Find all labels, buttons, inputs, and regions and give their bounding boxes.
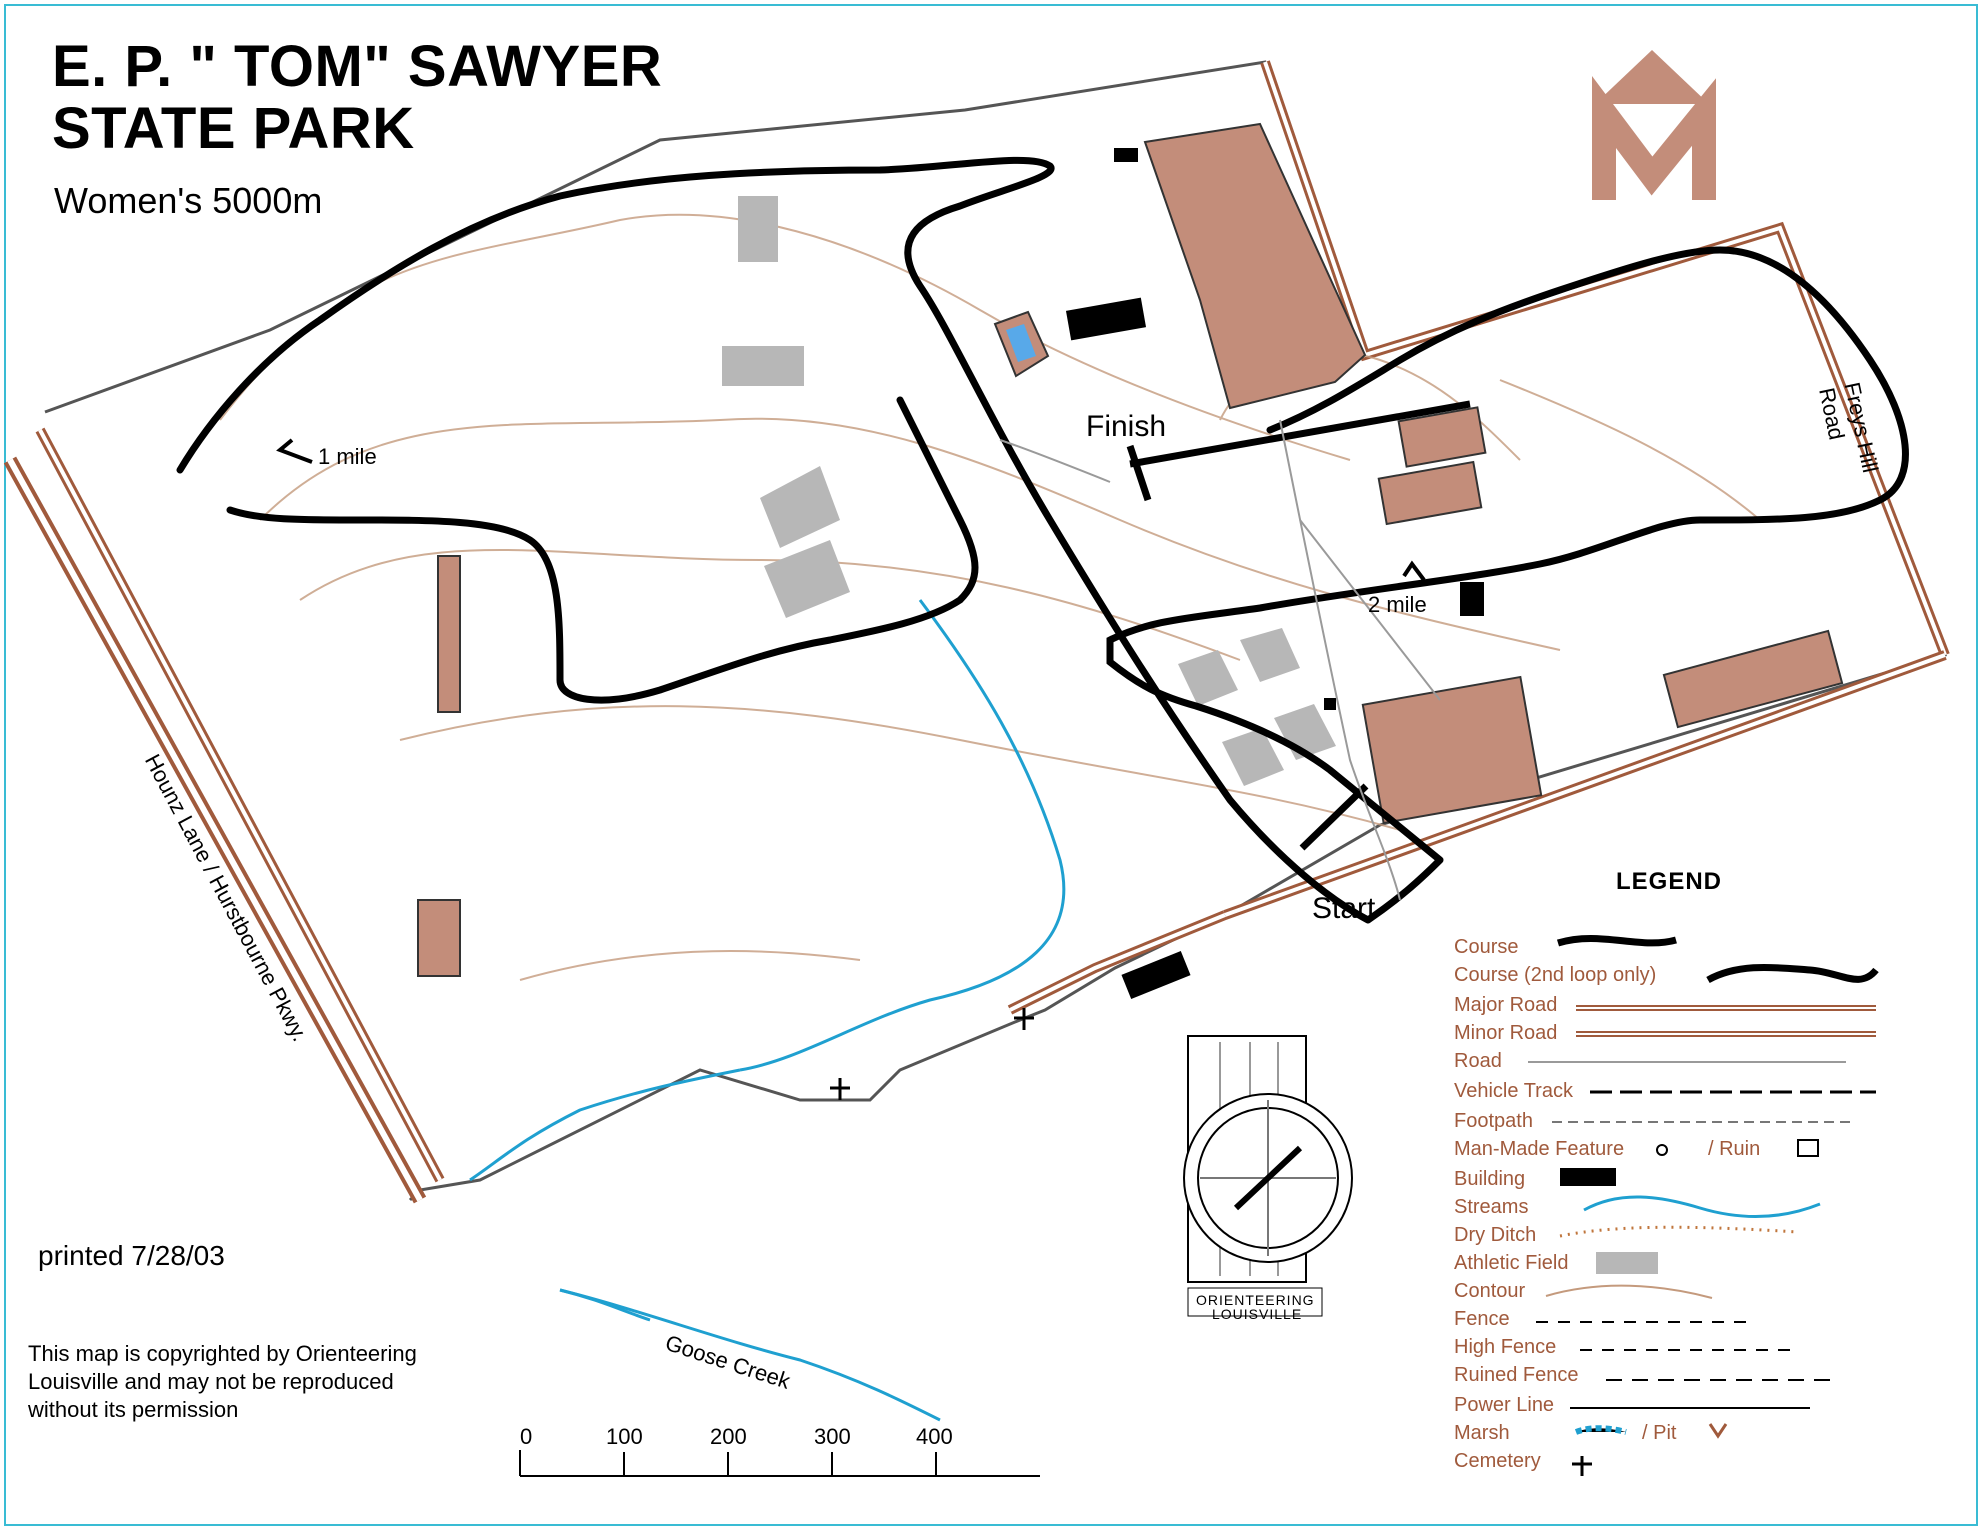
legend-power-line: Power Line <box>1454 1394 1555 1416</box>
legend-road: Road <box>1454 1050 1502 1072</box>
buildings-brown <box>417 122 1844 977</box>
streams <box>469 599 1066 1422</box>
legend-contour: Contour <box>1454 1280 1526 1302</box>
scale-tick-100: 100 <box>606 1424 643 1449</box>
compass-bottom-label: LOUISVILLE <box>1212 1306 1303 1322</box>
pool-icon <box>993 310 1050 378</box>
scale-bar <box>519 1450 1040 1477</box>
copyright-line-3: without its permission <box>28 1397 239 1422</box>
course-west-loop <box>226 396 979 704</box>
major-road-hounz <box>3 427 445 1204</box>
legend-samples <box>1528 934 1879 1476</box>
legend-man-made-feature: Man-Made Feature <box>1454 1138 1625 1160</box>
cemetery-icon <box>830 1008 1034 1100</box>
title-line-1: E. P. " TOM" SAWYER <box>52 34 663 99</box>
legend-major-road: Major Road <box>1454 994 1558 1016</box>
legend-minor-road: Minor Road <box>1454 1022 1558 1044</box>
roads-thin <box>999 419 1441 901</box>
compass-label-box <box>1187 1287 1323 1317</box>
title-line-2: STATE PARK <box>52 96 415 161</box>
finish-marker <box>1126 400 1471 502</box>
legend-marsh: Marsh <box>1454 1422 1510 1444</box>
legend-athletic-field: Athletic Field <box>1454 1252 1569 1274</box>
start-marker <box>1299 783 1369 851</box>
scale-tick-0: 0 <box>520 1424 533 1449</box>
printed-date: printed 7/28/03 <box>38 1240 225 1271</box>
legend-vehicle-track: Vehicle Track <box>1454 1080 1573 1102</box>
map-title: E. P. " TOM" SAWYER STATE PARK <box>52 36 662 160</box>
legend-dry-ditch: Dry Ditch <box>1454 1224 1537 1246</box>
legend-ruin: / Ruin <box>1708 1138 1761 1160</box>
legend-ruined-fence: Ruined Fence <box>1454 1364 1579 1386</box>
legend-fence: Fence <box>1454 1308 1510 1330</box>
scale-tick-300: 300 <box>814 1424 851 1449</box>
legend-course: Course <box>1454 936 1519 958</box>
north-arrow-icon <box>1592 50 1716 204</box>
legend-footpath: Footpath <box>1454 1110 1533 1132</box>
buildings-black <box>1065 148 1484 1000</box>
mile-2-label: 2 mile <box>1368 592 1427 617</box>
start-label: Start <box>1312 892 1376 925</box>
course-subtitle: Women's 5000m <box>54 180 323 221</box>
legend-streams: Streams <box>1454 1196 1529 1218</box>
legend-title: LEGEND <box>1616 868 1723 895</box>
mile1-arrow-icon <box>276 438 313 464</box>
minor-road-south <box>1007 650 1947 1015</box>
major-road-freys <box>1260 60 1950 657</box>
legend-course-2nd: Course (2nd loop only) <box>1454 964 1657 986</box>
athletic-fields <box>722 196 1336 786</box>
finish-label: Finish <box>1086 410 1167 443</box>
course-main-loop <box>176 156 1909 924</box>
copyright-line-2: Louisville and may not be reproduced <box>28 1369 394 1394</box>
copyright-notice: This map is copyrighted by Orienteering … <box>28 1340 548 1424</box>
scale-tick-200: 200 <box>710 1424 747 1449</box>
legend-high-fence: High Fence <box>1454 1336 1557 1358</box>
mile-1-label: 1 mile <box>318 444 377 469</box>
page-border <box>4 4 1978 1526</box>
compass-icon <box>1183 1035 1353 1283</box>
legend-pit: / Pit <box>1642 1422 1677 1444</box>
compass-top-label: ORIENTEERING <box>1196 1292 1315 1308</box>
legend-cemetery: Cemetery <box>1454 1450 1541 1472</box>
legend-building: Building <box>1454 1168 1526 1190</box>
mile2-arrow-icon <box>1402 560 1426 582</box>
scale-tick-400: 400 <box>916 1424 953 1449</box>
copyright-line-1: This map is copyrighted by Orienteering <box>28 1341 417 1366</box>
